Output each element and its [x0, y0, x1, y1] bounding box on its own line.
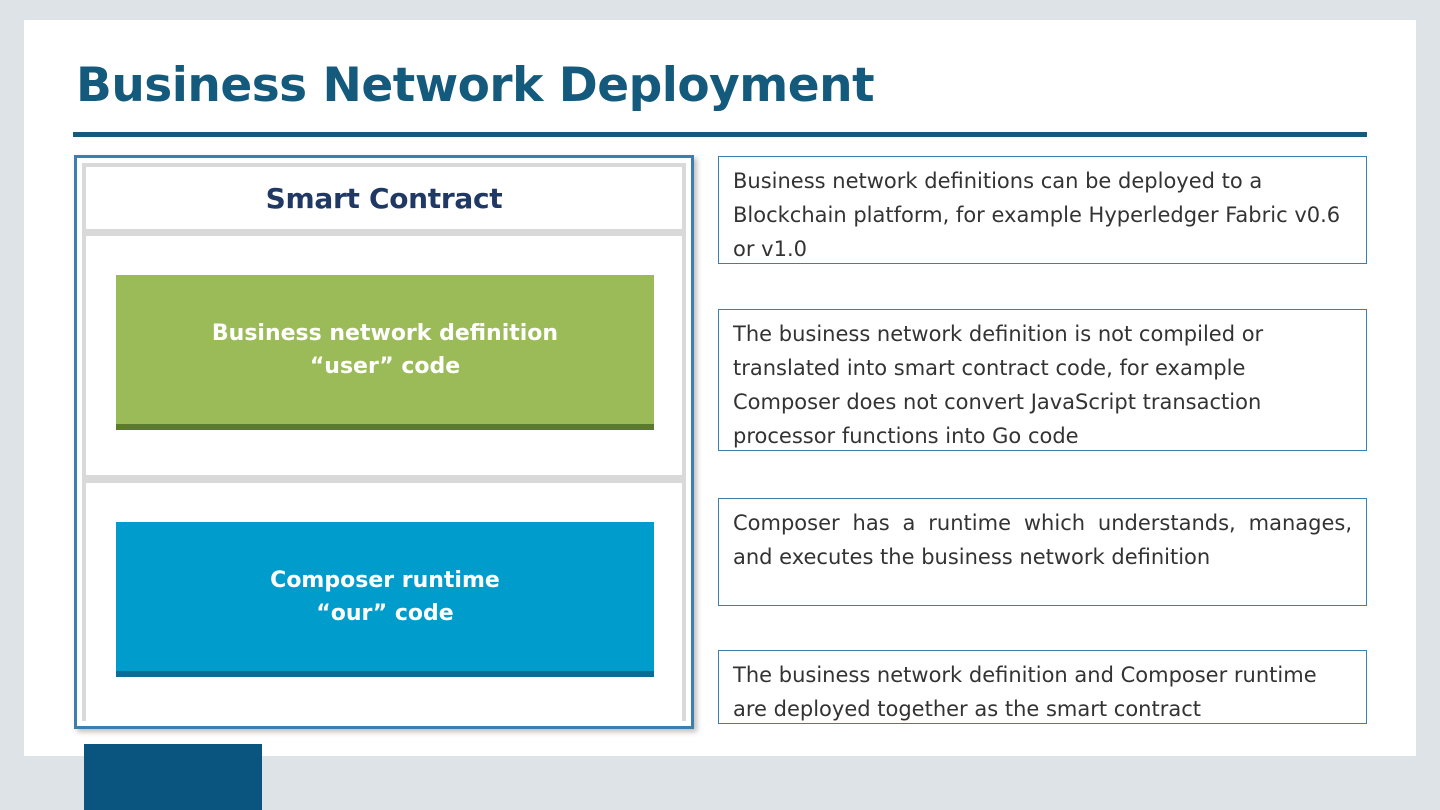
title-underline [73, 132, 1367, 137]
our-code-label: “our” code [316, 600, 454, 626]
note-deployed-together: The business network definition and Comp… [718, 650, 1367, 724]
note-not-compiled: The business network definition is not c… [718, 309, 1367, 451]
business-network-definition-block: Business network definition “user” code [116, 275, 654, 430]
slide-title: Business Network Deployment [76, 58, 875, 113]
composer-runtime-block: Composer runtime “our” code [116, 522, 654, 677]
smart-contract-header: Smart Contract [86, 167, 682, 229]
diagram-frame: Smart Contract Business network definiti… [82, 163, 686, 722]
note-runtime: Composer has a runtime which understands… [718, 498, 1367, 606]
user-code-label: “user” code [309, 353, 461, 379]
accent-block [84, 744, 262, 810]
runtime-code-panel: Composer runtime “our” code [86, 483, 682, 722]
composer-runtime-label: Composer runtime [270, 567, 500, 593]
user-code-panel: Business network definition “user” code [86, 236, 682, 475]
business-network-definition-label: Business network definition [211, 320, 559, 346]
smart-contract-diagram: Smart Contract Business network definiti… [74, 155, 694, 729]
note-deployment-platform: Business network definitions can be depl… [718, 156, 1367, 264]
smart-contract-label: Smart Contract [265, 181, 503, 215]
